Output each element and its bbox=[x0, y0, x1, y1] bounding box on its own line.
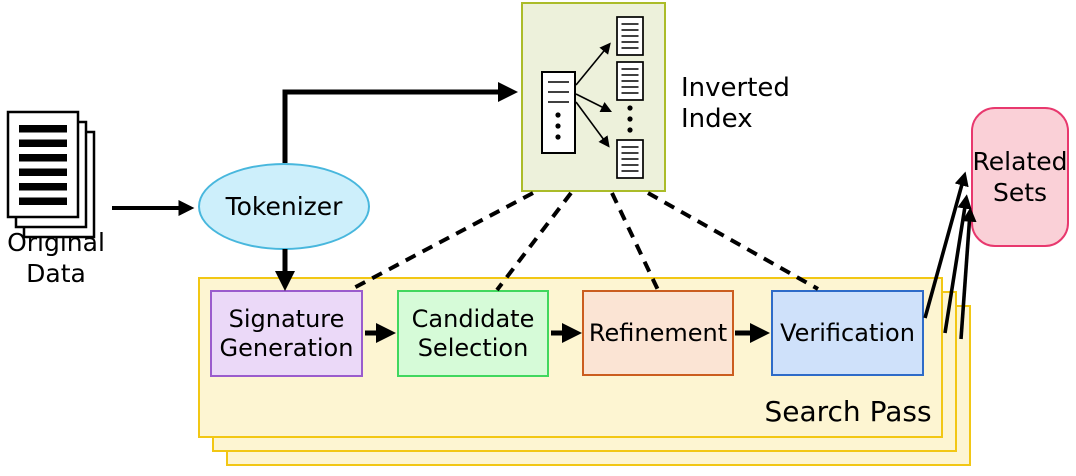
document-stack-icon bbox=[6, 110, 96, 239]
edge-index-to-refinement-dashed bbox=[610, 192, 660, 291]
edge-tokenizer-to-invertedindex bbox=[282, 82, 518, 163]
verification-box: Verification bbox=[771, 290, 924, 376]
tokenizer-label: Tokenizer bbox=[225, 192, 343, 221]
edge-index-to-verification-dashed bbox=[647, 191, 819, 291]
candidate-selection-box: Candidate Selection bbox=[397, 290, 549, 377]
original-data-label: Original Data bbox=[7, 228, 105, 288]
tokenizer-node: Tokenizer bbox=[198, 163, 370, 250]
signature-generation-box: Signature Generation bbox=[210, 290, 363, 377]
refinement-box: Refinement bbox=[582, 290, 734, 376]
related-sets-node: Related Sets bbox=[971, 107, 1069, 247]
edge-index-to-candidate-dashed bbox=[495, 191, 573, 292]
refinement-label: Refinement bbox=[588, 318, 728, 347]
inverted-index-box bbox=[521, 2, 666, 192]
edge-index-to-signature-dashed bbox=[349, 191, 534, 292]
candidate-selection-label: Candidate Selection bbox=[411, 304, 535, 362]
document-text-bars bbox=[19, 125, 67, 205]
related-sets-label: Related Sets bbox=[972, 147, 1068, 207]
signature-generation-label: Signature Generation bbox=[219, 304, 354, 362]
verification-label: Verification bbox=[780, 318, 915, 347]
inverted-index-label: Inverted Index bbox=[681, 73, 790, 134]
search-pass-label: Search Pass bbox=[764, 395, 932, 428]
